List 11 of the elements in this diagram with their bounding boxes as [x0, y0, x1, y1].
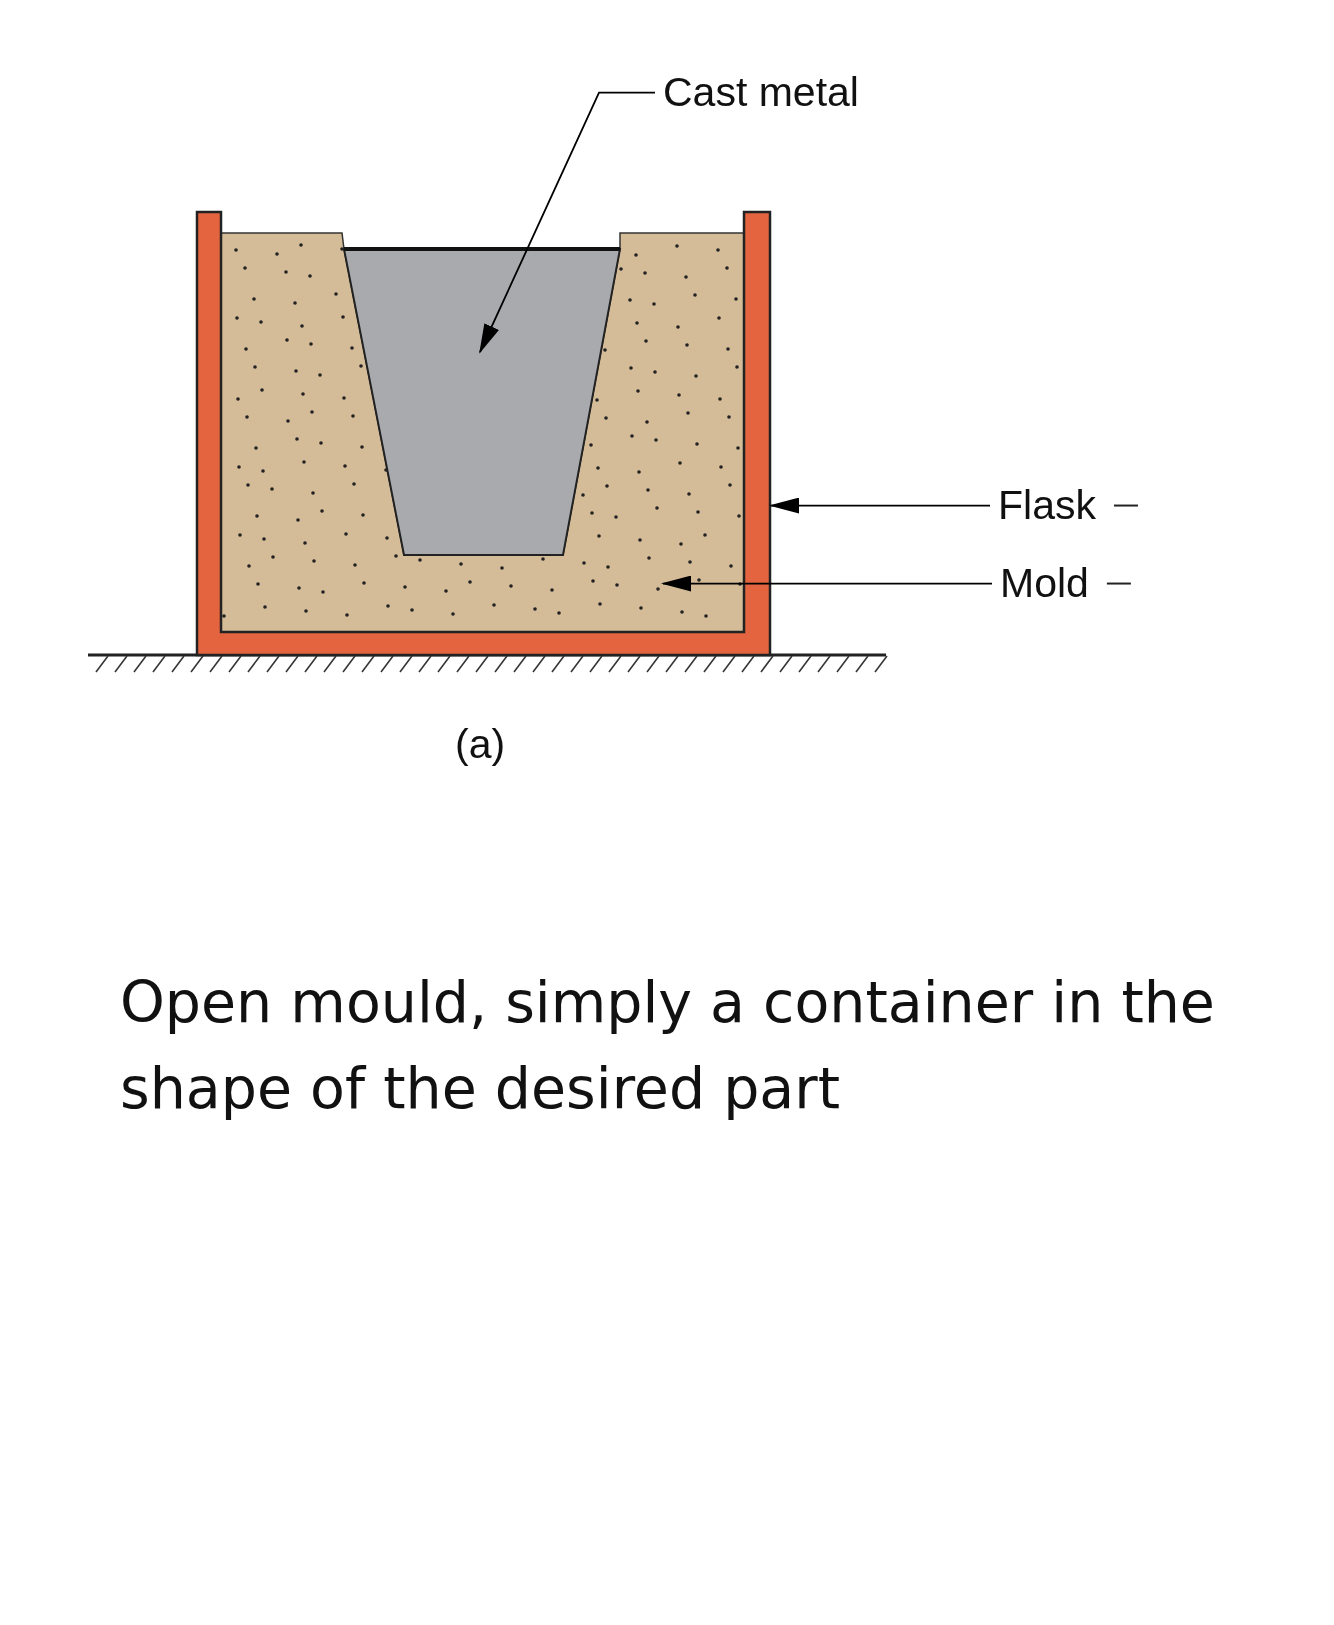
caption: Open mould, simply a container in the shape of the desired part	[120, 968, 1216, 1123]
leader-arrow	[661, 575, 993, 592]
figure-label: (a)	[455, 722, 506, 768]
leader-arrow	[769, 497, 991, 514]
flask-container	[195, 210, 772, 657]
leader-arrow	[479, 91, 656, 354]
mold-sand	[220, 232, 745, 633]
cast-metal-region	[342, 247, 622, 556]
part-label: Mold	[1000, 561, 1089, 607]
part-label: Cast metal	[663, 70, 859, 116]
part-label: Flask	[998, 483, 1096, 529]
